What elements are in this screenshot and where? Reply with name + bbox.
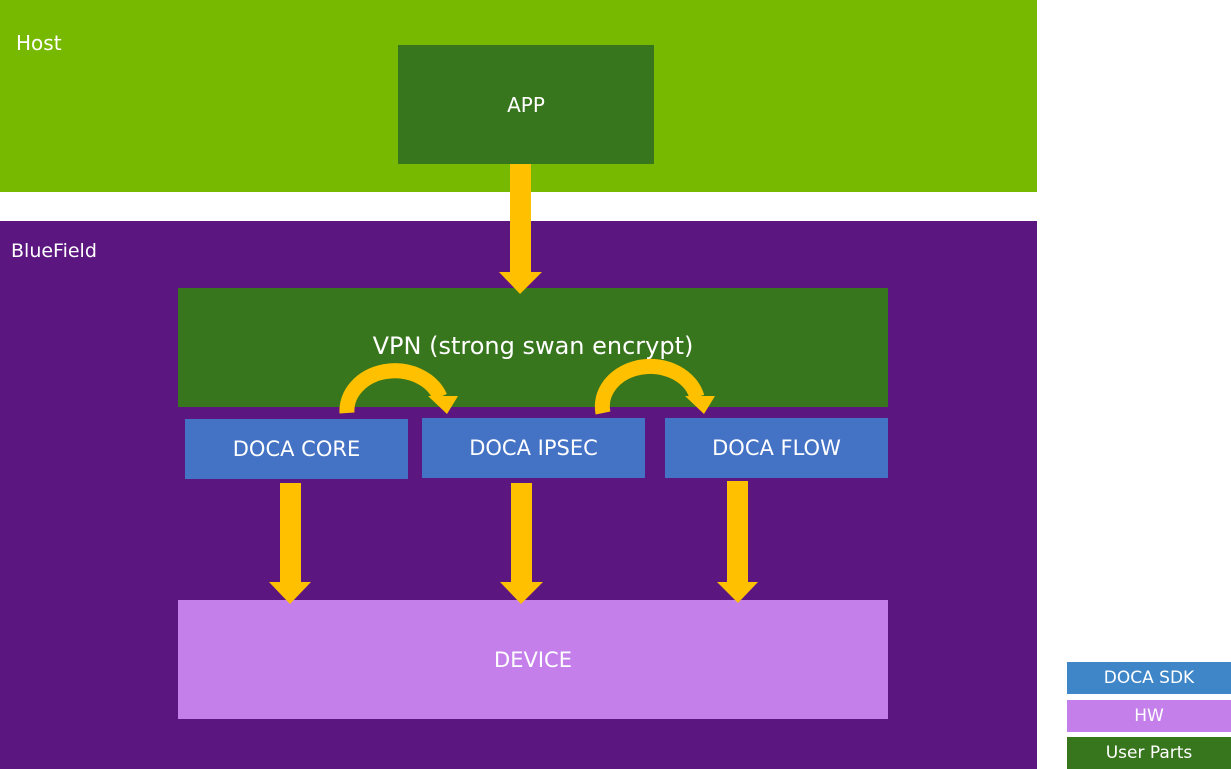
app-box: APP bbox=[398, 45, 654, 164]
doca-flow-box: DOCA FLOW bbox=[665, 418, 888, 478]
vpn-box: VPN (strong swan encrypt) bbox=[178, 288, 888, 407]
bluefield-label: BlueField bbox=[11, 240, 97, 262]
legend-user-parts: User Parts bbox=[1067, 737, 1231, 769]
device-box: DEVICE bbox=[178, 600, 888, 719]
doca-ipsec-box: DOCA IPSEC bbox=[422, 418, 645, 478]
legend-doca-sdk: DOCA SDK bbox=[1067, 662, 1231, 694]
doca-core-box: DOCA CORE bbox=[185, 419, 408, 479]
legend-hw: HW bbox=[1067, 700, 1231, 732]
host-label: Host bbox=[16, 31, 62, 55]
